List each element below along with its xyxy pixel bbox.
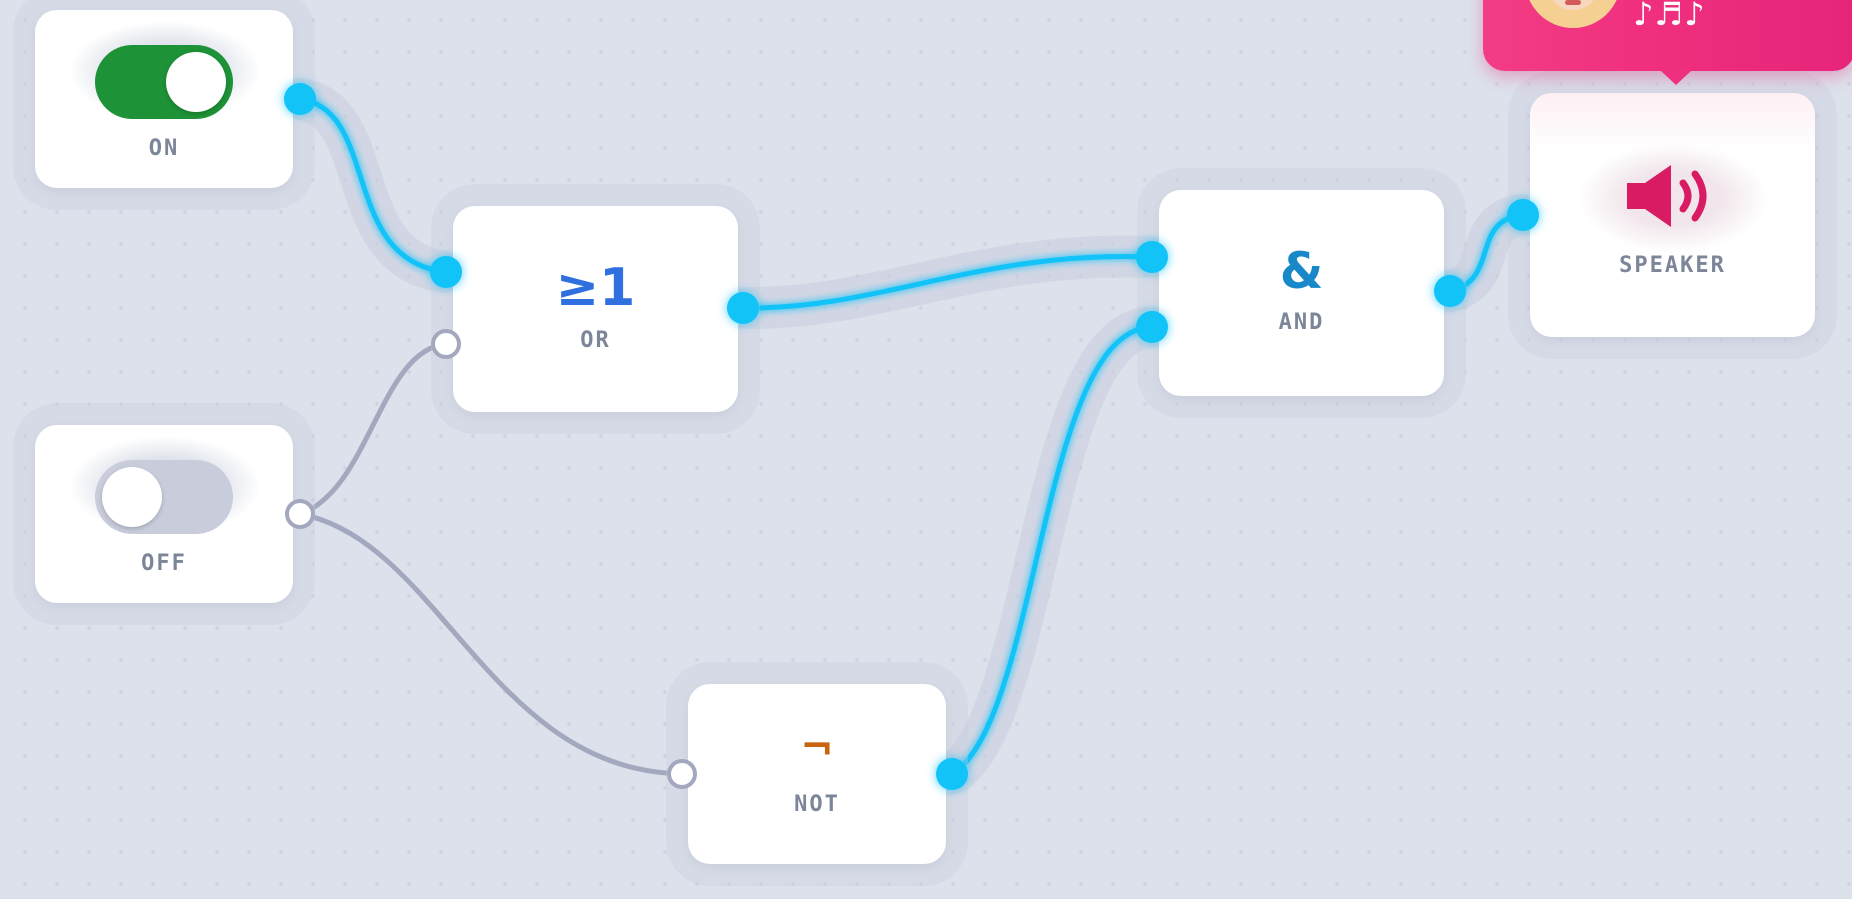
switch-on-node[interactable]: ON — [35, 10, 293, 188]
speaker-bubble: ♪♬♪ — [1483, 0, 1852, 85]
music-notes-icon: ♪♬♪ — [1633, 0, 1706, 33]
wire-off-to-not — [299, 511, 683, 777]
bubble-pointer — [1660, 70, 1692, 85]
wire-on-to-or — [299, 96, 447, 275]
speaker-icon — [1627, 165, 1707, 227]
singer-avatar-icon — [1525, 0, 1621, 28]
not-gate-label: NOT — [794, 792, 840, 817]
speaker-label: SPEAKER — [1619, 253, 1726, 278]
toggle-knob — [166, 52, 226, 112]
not-gate-symbol: ¬ — [800, 724, 834, 770]
toggle-switch-off[interactable] — [95, 460, 233, 534]
and-gate-symbol: & — [1279, 242, 1324, 300]
avatar-face — [1545, 0, 1601, 10]
or-gate-node[interactable]: ≥1 OR — [453, 206, 738, 412]
not-gate-output-port[interactable] — [936, 758, 968, 790]
not-gate-input-port[interactable] — [667, 759, 697, 789]
and-gate-input-port-1[interactable] — [1136, 241, 1168, 273]
speaker-glow — [1577, 143, 1768, 253]
wire-off-to-or — [299, 341, 447, 517]
and-gate-label: AND — [1278, 310, 1325, 335]
not-gate-node[interactable]: ¬ NOT — [688, 684, 946, 864]
and-gate-node[interactable]: & AND — [1159, 190, 1444, 396]
speaker-node[interactable]: SPEAKER — [1530, 93, 1815, 337]
and-gate-input-port-2[interactable] — [1136, 311, 1168, 343]
switch-on-output-port[interactable] — [284, 83, 316, 115]
toggle-knob — [102, 467, 162, 527]
or-gate-symbol: ≥1 — [555, 258, 636, 318]
avatar-mouth — [1565, 0, 1581, 5]
toggle-switch-on[interactable] — [95, 45, 233, 119]
or-gate-input-port-2[interactable] — [431, 329, 461, 359]
switch-off-output-port[interactable] — [285, 499, 315, 529]
or-gate-label: OR — [580, 328, 611, 353]
or-gate-output-port[interactable] — [727, 292, 759, 324]
wire-not-to-and — [950, 324, 1153, 777]
switch-on-label: ON — [148, 136, 180, 161]
switch-off-label: OFF — [141, 551, 187, 576]
switch-off-node[interactable]: OFF — [35, 425, 293, 603]
wire-or-to-and — [742, 253, 1153, 311]
speaker-input-port[interactable] — [1507, 199, 1539, 231]
and-gate-output-port[interactable] — [1434, 275, 1466, 307]
or-gate-input-port-1[interactable] — [430, 256, 462, 288]
